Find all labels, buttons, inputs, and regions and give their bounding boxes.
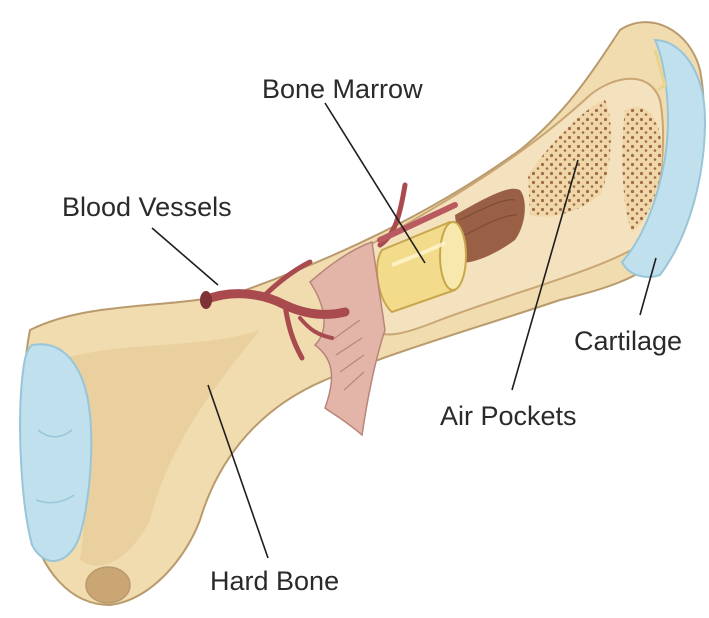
blood-vessels-leader [152, 228, 218, 285]
cartilage-label: Cartilage [574, 326, 682, 356]
distal-cartilage [20, 344, 91, 561]
bone-marrow-label: Bone Marrow [262, 74, 423, 104]
air-pockets-label: Air Pockets [440, 401, 577, 431]
hard-bone-label: Hard Bone [210, 566, 339, 596]
blood-vessels-label: Blood Vessels [62, 192, 232, 222]
